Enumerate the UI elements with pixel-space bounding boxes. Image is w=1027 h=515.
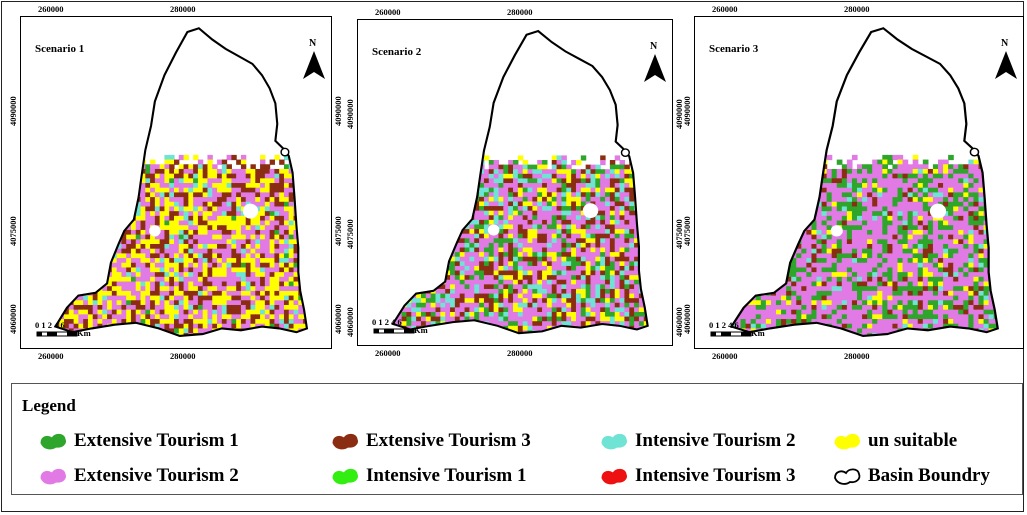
legend-swatch-icon <box>40 468 66 485</box>
legend-title: Legend <box>22 396 76 415</box>
y-tick-label: 4090000 <box>345 99 355 129</box>
legend-item: un suitable <box>832 429 957 453</box>
scale-numbers: 0 1 2 4 6 <box>709 320 739 330</box>
scale-unit: Km <box>414 325 428 335</box>
y-tick-label: 4090000 <box>682 96 692 126</box>
y-tick-label: 4060000 <box>8 304 18 334</box>
legend-label: Basin Boundry <box>868 465 990 486</box>
legend-swatch-icon <box>332 468 358 485</box>
north-label: N <box>650 41 658 52</box>
legend-swatch-icon <box>601 433 627 450</box>
legend-label: Extensive Tourism 3 <box>366 430 531 451</box>
north-label: N <box>309 38 317 49</box>
x-tick-label: 280000 <box>844 351 870 361</box>
legend-item: Intensive Tourism 1 <box>330 464 526 488</box>
y-tick-label: 4075000 <box>345 219 355 249</box>
north-label: N <box>1001 38 1009 49</box>
legend-item: Extensive Tourism 3 <box>330 429 531 453</box>
legend-swatch-icon <box>834 433 860 450</box>
x-tick-label: 260000 <box>375 7 401 17</box>
scale-bar: 0 1 2 4 6 Km <box>372 317 432 339</box>
y-tick-label: 4060000 <box>682 304 692 334</box>
x-tick-label: 260000 <box>38 351 64 361</box>
north-arrow-icon: N <box>993 38 1019 79</box>
suitability-classes <box>55 154 307 336</box>
y-tick-label: 4090000 <box>333 96 343 126</box>
basin-boundary <box>53 27 309 337</box>
y-tick-label: 4075000 <box>333 216 343 246</box>
legend-item: Basin Boundry <box>832 464 990 488</box>
scale-numbers: 0 1 2 4 6 <box>372 317 402 327</box>
y-tick-label: 4060000 <box>345 307 355 337</box>
x-tick-label: 280000 <box>844 4 870 14</box>
scenario-title: Scenario 1 <box>35 43 85 55</box>
basin-map <box>391 29 649 335</box>
y-tick-label: 4090000 <box>8 96 18 126</box>
x-tick-label: 280000 <box>170 351 196 361</box>
legend-label: Extensive Tourism 2 <box>74 465 239 486</box>
x-tick-label: 260000 <box>38 4 64 14</box>
legend-swatch-icon <box>40 433 66 450</box>
suitability-classes <box>392 155 648 334</box>
basin-map <box>729 27 999 337</box>
x-tick-label: 280000 <box>507 348 533 358</box>
scenario-title: Scenario 2 <box>372 46 422 58</box>
y-tick-label: 4060000 <box>333 304 343 334</box>
scale-unit: Km <box>77 328 91 338</box>
map-panel-scenario-2: Scenario 2 N 0 1 2 4 6 Km <box>357 19 673 346</box>
legend-swatch-icon <box>332 433 358 450</box>
x-tick-label: 260000 <box>375 348 401 358</box>
scenario-title: Scenario 3 <box>709 43 759 55</box>
basin-map <box>53 27 309 337</box>
y-tick-label: 4075000 <box>8 216 18 246</box>
legend-item: Extensive Tourism 2 <box>38 464 239 488</box>
legend-item: Intensive Tourism 2 <box>599 429 795 453</box>
scale-bar: 0 1 2 4 6 Km <box>35 320 95 342</box>
legend-item: Extensive Tourism 1 <box>38 429 239 453</box>
scale-numbers: 0 1 2 4 6 <box>35 320 65 330</box>
x-tick-label: 280000 <box>507 7 533 17</box>
map-panel-scenario-1: Scenario 1 N 0 1 2 4 6 Km <box>20 16 332 349</box>
scale-unit: Km <box>751 328 765 338</box>
x-tick-label: 260000 <box>712 4 738 14</box>
legend-swatch-icon <box>834 468 861 485</box>
x-tick-label: 260000 <box>712 351 738 361</box>
north-arrow-icon: N <box>642 41 668 82</box>
north-arrow-icon: N <box>301 38 327 79</box>
legend-label: un suitable <box>868 430 958 451</box>
map-panel-scenario-3: Scenario 3 N 0 1 2 4 6 Km <box>694 16 1024 349</box>
suitability-classes <box>731 154 998 336</box>
legend-label: Extensive Tourism 1 <box>74 430 239 451</box>
legend-label: Intensive Tourism 2 <box>635 430 796 451</box>
scale-bar: 0 1 2 4 6 Km <box>709 320 769 342</box>
basin-boundary <box>391 29 649 335</box>
basin-boundary <box>729 27 999 337</box>
legend-label: Intensive Tourism 3 <box>635 465 796 486</box>
y-tick-label: 4075000 <box>682 216 692 246</box>
x-tick-label: 280000 <box>170 4 196 14</box>
legend-item: Intensive Tourism 3 <box>599 464 795 488</box>
legend-box: Legend Extensive Tourism 1 Extensive Tour… <box>11 383 1023 495</box>
legend-swatch-icon <box>601 468 627 485</box>
legend-label: Intensive Tourism 1 <box>366 465 527 486</box>
